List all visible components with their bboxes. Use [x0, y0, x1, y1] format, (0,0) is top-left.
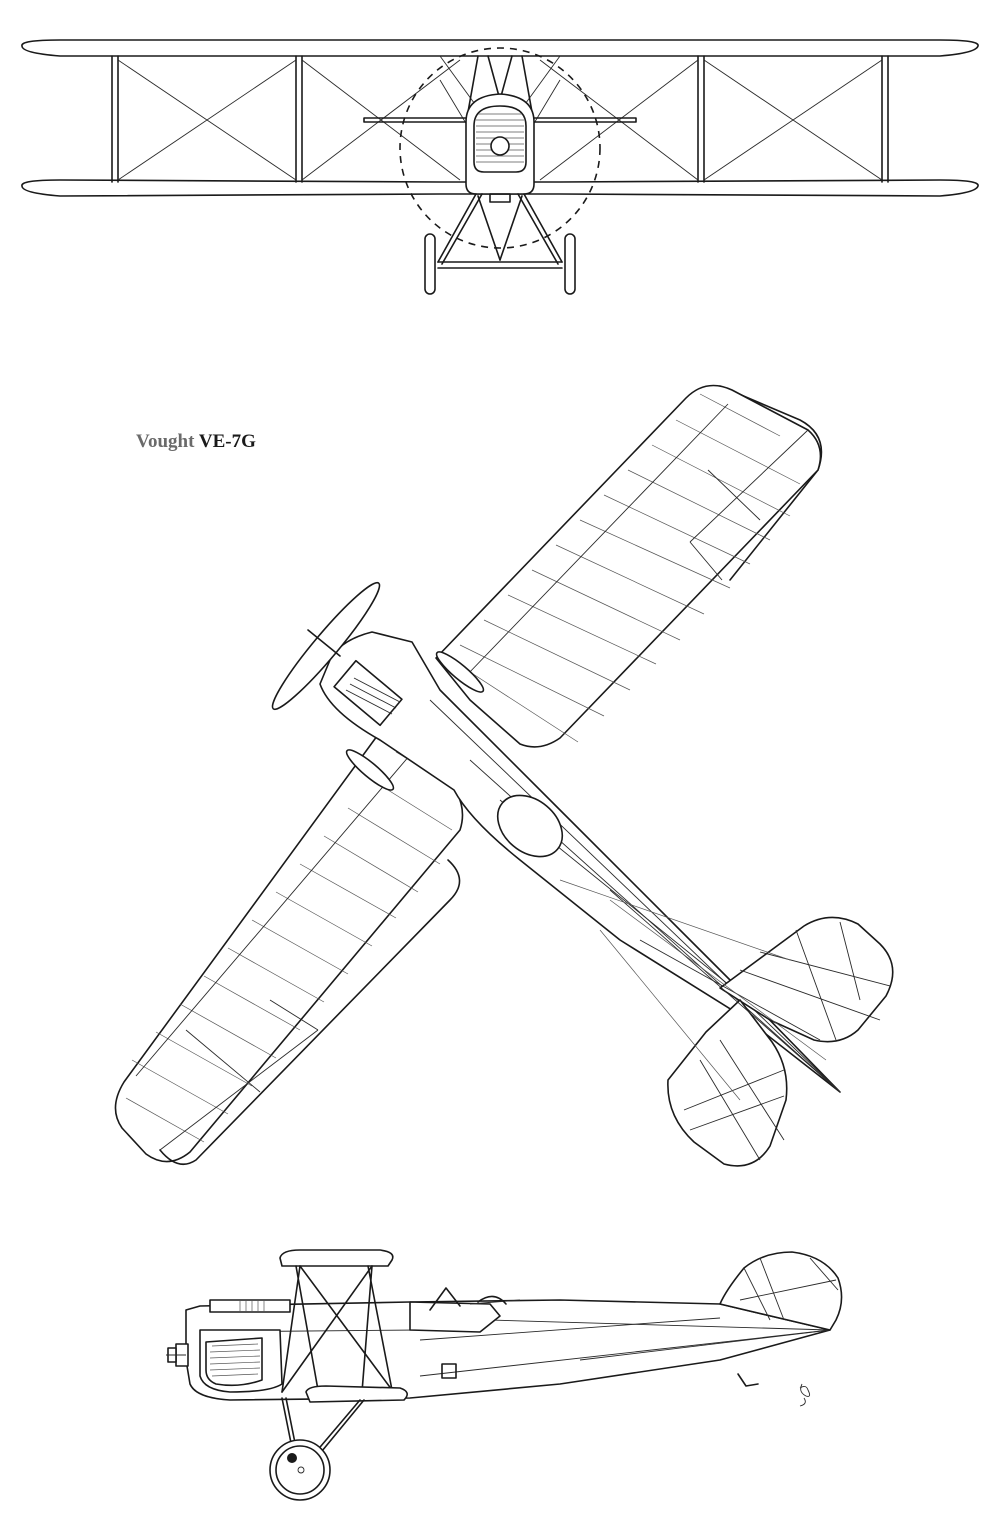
plan-cockpit	[496, 794, 564, 858]
plan-wing-ribs-right	[459, 393, 801, 743]
plan-propeller	[271, 581, 381, 711]
front-tailplane	[363, 117, 637, 123]
front-interplane-struts	[111, 55, 889, 183]
front-lower-wing	[21, 179, 979, 197]
artist-signature	[799, 1383, 811, 1407]
plan-right-aileron	[465, 403, 809, 677]
plan-wheel-right	[435, 651, 485, 693]
model-designation: VE-7G	[198, 431, 256, 452]
plan-prop-hub	[307, 629, 341, 657]
side-upper-wing	[279, 1249, 394, 1267]
plan-fuselage-longerons	[429, 699, 841, 1093]
plan-tail-bracing	[559, 879, 827, 1101]
side-wheel	[269, 1439, 331, 1501]
front-upper-wing	[21, 39, 979, 57]
side-view	[166, 1249, 843, 1501]
plan-upper-wing-left	[114, 731, 464, 1163]
front-wheel-left	[424, 233, 436, 295]
manufacturer-name: Vought	[136, 431, 195, 452]
plan-left-aileron	[135, 747, 417, 1151]
side-struts	[281, 1265, 393, 1393]
side-undercarriage	[269, 1397, 365, 1501]
side-cockpit	[409, 1287, 521, 1333]
propeller-disc	[399, 47, 601, 249]
plan-wheel-left	[345, 749, 395, 791]
plan-lower-wing-left-edge	[159, 859, 461, 1166]
plan-tailplane-left	[667, 999, 788, 1167]
plan-tailplane-right	[719, 916, 894, 1043]
front-undercarriage	[424, 193, 576, 295]
side-tail-skid	[737, 1373, 759, 1387]
side-access-panel	[441, 1363, 457, 1379]
side-lower-wing	[305, 1385, 408, 1403]
side-fin-ribs	[739, 1257, 839, 1321]
side-fin-rudder	[719, 1251, 843, 1331]
plan-engine	[333, 659, 403, 727]
front-radiator	[465, 93, 535, 203]
plan-fuselage	[319, 631, 841, 1093]
front-view	[21, 39, 979, 295]
plan-view	[114, 384, 894, 1167]
plan-tail-ribs	[609, 889, 891, 1161]
plan-upper-wing-right	[435, 384, 822, 748]
aircraft-title: Vought VE-7G	[136, 431, 256, 453]
side-engine	[199, 1299, 291, 1393]
side-propeller-hub	[166, 1343, 189, 1367]
front-wheel-right	[564, 233, 576, 295]
